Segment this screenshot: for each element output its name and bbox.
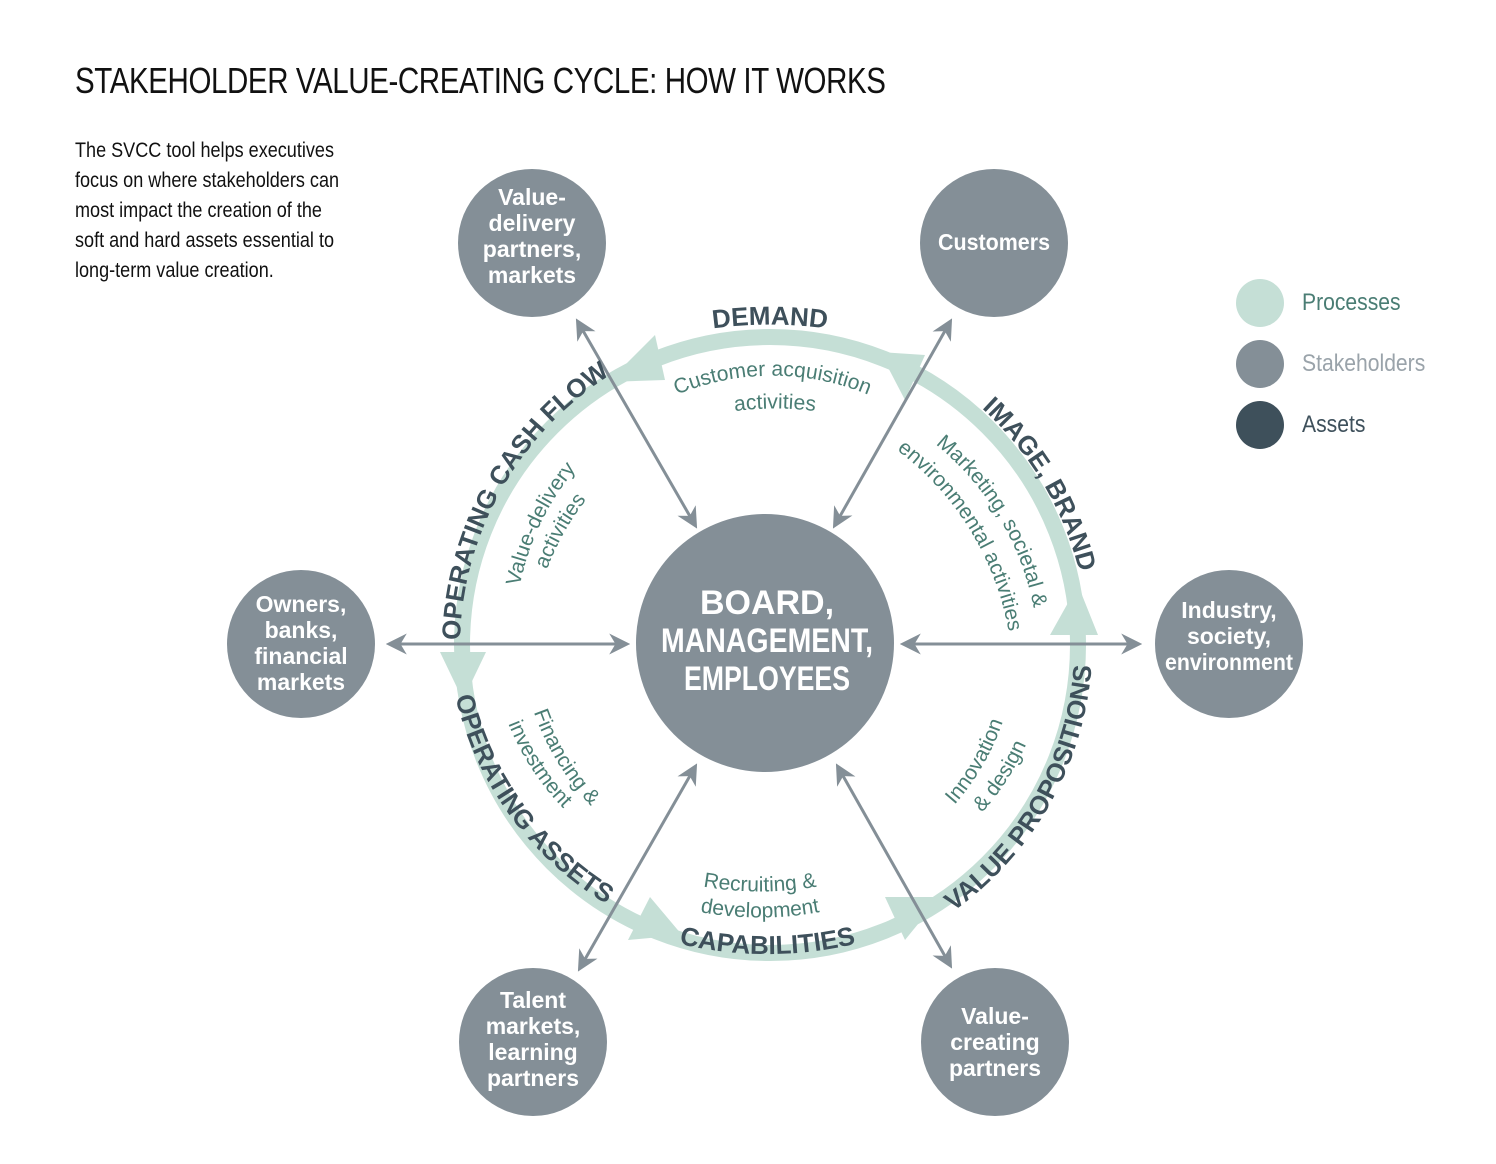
intro-text: The SVCC tool helps executives focus on … [75,136,385,286]
stakeholder-label: creating [950,1029,1039,1055]
center-node: BOARD, MANAGEMENT, EMPLOYEES [636,514,894,772]
stakeholder-value-creating: Value- creating partners [921,968,1069,1116]
center-line: EMPLOYEES [684,660,850,698]
stakeholder-label: partners [487,1065,579,1091]
stakeholder-label: Customers [938,229,1050,255]
stakeholder-label: markets [488,262,576,288]
stakeholder-customers: Customers [920,169,1068,317]
ring-arrow-top-left [608,335,665,382]
asset-label-capabilities: CAPABILITIES [678,920,858,960]
stakeholder-label: Owners, [256,591,347,617]
intro-line: long-term value creation. [75,259,274,282]
stakeholder-circle [227,570,375,718]
stakeholder-circle [921,968,1069,1116]
ring-arrow-right [1050,585,1098,635]
process-label-recruiting-development: Recruiting & [702,869,818,897]
legend-item-stakeholders: Stakeholders [1236,333,1442,394]
intro-line: most impact the creation of the [75,199,322,222]
asset-label-demand: DEMAND [710,300,829,334]
ring-arrow-left [440,652,486,700]
stakeholder-label: markets, [486,1013,581,1039]
stakeholder-label: Talent [500,987,566,1013]
stakeholder-label: learning [488,1039,577,1065]
legend-label: Processes [1302,288,1401,316]
legend-item-processes: Processes [1236,272,1442,333]
stakeholder-value-delivery: Value- delivery partners, markets [458,169,606,317]
stakeholder-circle [920,169,1068,317]
stakeholder-label: Value- [498,184,566,210]
page-title: STAKEHOLDER VALUE-CREATING CYCLE: HOW IT… [75,60,886,101]
stakeholder-label: banks, [265,617,338,643]
stakeholder-swatch-icon [1236,339,1284,388]
process-swatch-icon [1236,278,1284,327]
stakeholder-circle [1155,570,1303,718]
process-label-customer-acquisition: activities [733,390,818,416]
stakeholder-label: markets [257,669,345,695]
stakeholder-circle [458,169,606,317]
legend-label: Assets [1302,410,1366,438]
arrow-customers [832,318,953,529]
stakeholder-arrows [385,318,1143,972]
stakeholder-circle [459,968,607,1116]
stakeholder-industry-society: Industry, society, environment [1155,570,1303,718]
arrow-talent [577,763,698,972]
stakeholder-label: delivery [489,210,576,236]
center-line: BOARD, [700,584,834,622]
center-circle [636,514,894,772]
legend: Processes Stakeholders Assets [1236,272,1442,455]
asset-label-operating-cash-flow: OPERATING CASH FLOW [436,355,614,641]
stakeholder-label: partners, [483,236,581,262]
legend-label: Stakeholders [1302,349,1426,377]
process-label-recruiting-development: development [699,894,821,922]
center-line: MANAGEMENT, [661,622,873,660]
legend-item-assets: Assets [1236,394,1442,455]
stakeholder-label: Industry, [1181,597,1276,623]
intro-line: focus on where stakeholders can [75,169,340,192]
stakeholder-label: financial [254,643,347,669]
stakeholder-label: Value- [961,1003,1029,1029]
stakeholder-talent-markets: Talent markets, learning partners [459,968,607,1116]
arrow-value-delivery [575,318,698,529]
arrow-value-creating [835,763,953,969]
asset-swatch-icon [1236,400,1284,449]
intro-line: soft and hard assets essential to [75,229,335,252]
stakeholder-label: environment [1165,649,1293,675]
stakeholder-label: partners [949,1055,1041,1081]
stakeholder-label: society, [1187,623,1271,649]
stakeholder-owners-banks: Owners, banks, financial markets [227,570,375,718]
intro-line: The SVCC tool helps executives [75,139,334,162]
